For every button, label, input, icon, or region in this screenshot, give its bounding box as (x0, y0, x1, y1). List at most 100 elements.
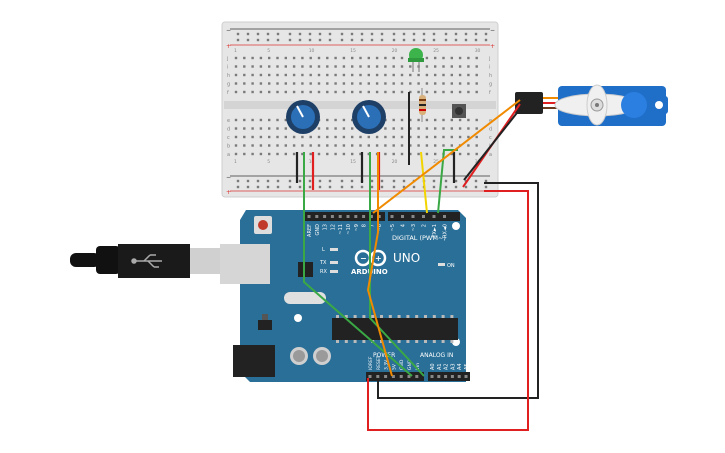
reset-button[interactable] (254, 216, 272, 234)
header-pin[interactable] (457, 375, 461, 378)
breadboard-hole (309, 152, 312, 156)
header-pin[interactable] (430, 375, 434, 378)
rail-hole (444, 179, 448, 183)
rail-hole (380, 185, 384, 189)
header-pin[interactable] (354, 215, 358, 218)
rail-hole (328, 32, 332, 36)
breadboard-hole (392, 127, 395, 130)
usb-cable[interactable] (70, 244, 220, 278)
rail-hole (380, 38, 384, 42)
breadboard-hole (351, 118, 354, 122)
breadboard-hole (292, 82, 296, 85)
breadboard-hole (251, 144, 254, 147)
rail-hole (402, 38, 406, 42)
power-jack[interactable] (233, 345, 275, 377)
header-pin[interactable] (362, 215, 366, 218)
header-pin[interactable] (368, 375, 372, 378)
wire-orange-servo-signal[interactable] (372, 99, 521, 214)
breadboard-hole (251, 56, 254, 60)
resistor[interactable] (419, 88, 426, 122)
rail-hole (266, 179, 270, 183)
breadboard-hole (425, 152, 429, 156)
micro-servo[interactable] (515, 84, 668, 126)
breadboard-hole (475, 144, 478, 147)
potentiometer-1[interactable] (286, 100, 320, 134)
row-letter: h (227, 73, 230, 79)
digital-pin-label: 2 (422, 224, 428, 227)
header-pin[interactable] (444, 375, 448, 378)
rail-hole (454, 179, 458, 183)
rail-hole (392, 179, 396, 183)
push-button[interactable] (452, 104, 466, 118)
wire-red-5v[interactable] (367, 190, 529, 431)
wire-black-servo-ground[interactable] (463, 108, 521, 181)
breadboard-hole (425, 65, 429, 68)
wire-yellow-led[interactable] (420, 151, 428, 214)
header-pin[interactable] (399, 375, 403, 378)
breadboard-hole (251, 82, 254, 85)
breadboard-hole (342, 73, 346, 77)
breadboard-hole (458, 135, 462, 139)
breadboard-hole (450, 152, 453, 156)
breadboard-hole (367, 73, 370, 77)
digital-pin-label: 12 (330, 224, 336, 230)
header-pin[interactable] (407, 375, 411, 378)
wire-orange-pot[interactable] (366, 152, 393, 377)
breadboard-hole (276, 135, 279, 139)
header-pin[interactable] (307, 215, 311, 218)
breadboard-hole (467, 152, 470, 156)
breadboard-hole (234, 65, 238, 68)
breadboard-hole (268, 144, 271, 147)
header-pin[interactable] (330, 215, 334, 218)
breadboard-hole (334, 152, 337, 156)
header-pin[interactable] (411, 215, 415, 218)
breadboard-hole (326, 144, 329, 147)
power-pin-label: RESET (376, 355, 382, 370)
breadboard-hole (268, 127, 271, 130)
header-pin[interactable] (437, 375, 441, 378)
header-pin[interactable] (422, 215, 425, 218)
servo-connector (515, 92, 543, 114)
header-pin[interactable] (415, 375, 419, 378)
wire-black-gnd[interactable] (377, 182, 539, 399)
header-pin[interactable] (384, 375, 388, 378)
analog-header (428, 372, 470, 381)
power-header (366, 372, 424, 381)
breadboard-hole (326, 56, 329, 60)
rail-hole (464, 32, 468, 36)
breadboard-hole (367, 90, 370, 94)
header-pin[interactable] (443, 215, 446, 218)
header-pin[interactable] (464, 375, 468, 378)
header-pin[interactable] (315, 215, 319, 218)
header-pin[interactable] (391, 375, 395, 378)
header-pin[interactable] (390, 215, 394, 218)
header-pin[interactable] (377, 215, 381, 218)
rail-hole (256, 185, 260, 189)
header-pin[interactable] (369, 215, 373, 218)
header-pin[interactable] (346, 215, 350, 218)
breadboard-hole (434, 127, 437, 130)
header-pin[interactable] (338, 215, 342, 218)
header-pin[interactable] (376, 375, 380, 378)
breadboard-hole (450, 65, 453, 68)
breadboard-hole (367, 135, 370, 139)
breadboard-hole (334, 118, 337, 122)
breadboard-hole (351, 135, 354, 139)
rail-hole (454, 32, 458, 36)
led[interactable] (408, 48, 424, 72)
header-pin[interactable] (401, 215, 404, 218)
header-pin[interactable] (323, 215, 327, 218)
potentiometer-2[interactable] (352, 100, 386, 134)
usb-port[interactable] (220, 244, 270, 284)
column-number: 1 (234, 48, 237, 54)
breadboard-hole (392, 118, 395, 122)
rail-hole (350, 185, 354, 189)
breadboard-hole (425, 144, 429, 147)
wire-green-pot2-a1[interactable] (369, 152, 425, 377)
header-pin[interactable] (450, 375, 454, 378)
wire-green-pot1-a0[interactable] (303, 152, 413, 377)
rail-hole (298, 185, 302, 189)
breadboard-hole (234, 56, 238, 60)
header-pin[interactable] (432, 215, 436, 218)
